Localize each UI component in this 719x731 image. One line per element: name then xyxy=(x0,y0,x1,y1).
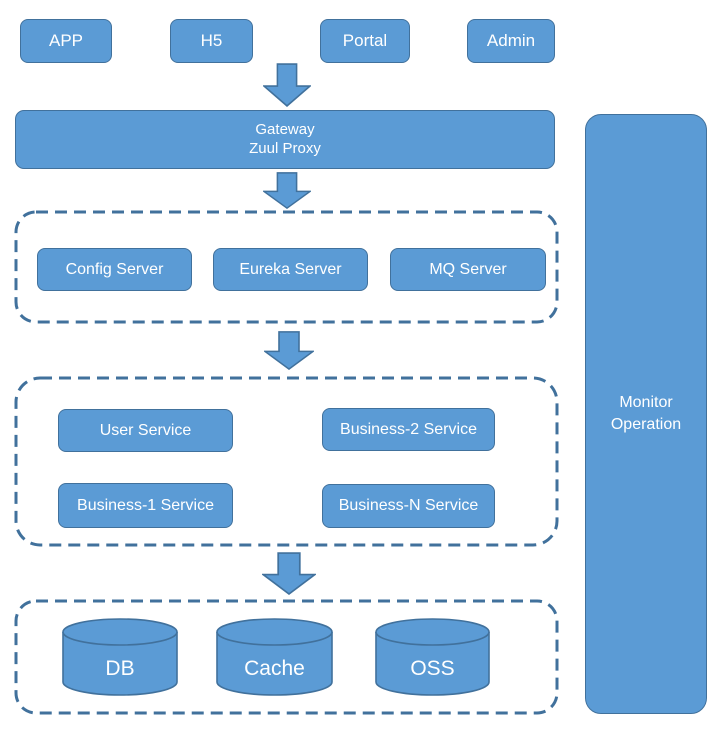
node-h5: H5 xyxy=(170,19,253,63)
db-label: DB xyxy=(105,656,135,680)
gateway-line1: Gateway xyxy=(255,120,315,138)
node-business-2-service: Business-2 Service xyxy=(322,408,495,451)
node-eureka-server: Eureka Server xyxy=(213,248,368,291)
cylinder-icon xyxy=(216,618,333,696)
cylinder-icon xyxy=(62,618,178,696)
node-portal: Portal xyxy=(320,19,410,63)
node-app: APP xyxy=(20,19,112,63)
node-monitor-operation: Monitor Operation xyxy=(585,114,707,714)
down-arrow-icon xyxy=(263,63,311,107)
business-group-frame xyxy=(14,376,559,547)
node-gateway: Gateway Zuul Proxy xyxy=(15,110,555,169)
down-arrow-icon xyxy=(264,331,314,370)
cache-cylinder: Cache xyxy=(216,618,333,697)
oss-cylinder: OSS xyxy=(375,618,490,697)
cache-label: Cache xyxy=(244,656,305,680)
node-business-n-service: Business-N Service xyxy=(322,484,495,528)
down-arrow-icon xyxy=(262,552,316,595)
oss-label: OSS xyxy=(410,656,455,680)
db-cylinder: DB xyxy=(62,618,178,697)
node-admin: Admin xyxy=(467,19,555,63)
node-config-server: Config Server xyxy=(37,248,192,291)
node-mq-server: MQ Server xyxy=(390,248,546,291)
gateway-line2: Zuul Proxy xyxy=(249,139,321,157)
monitor-line1: Monitor xyxy=(619,393,673,411)
node-business-1-service: Business-1 Service xyxy=(58,483,233,528)
down-arrow-icon xyxy=(263,172,311,209)
infra-group-frame xyxy=(14,210,559,324)
monitor-line2: Operation xyxy=(610,416,682,433)
cylinder-icon xyxy=(375,618,490,696)
node-user-service: User Service xyxy=(58,409,233,452)
storage-group-frame xyxy=(14,599,559,715)
